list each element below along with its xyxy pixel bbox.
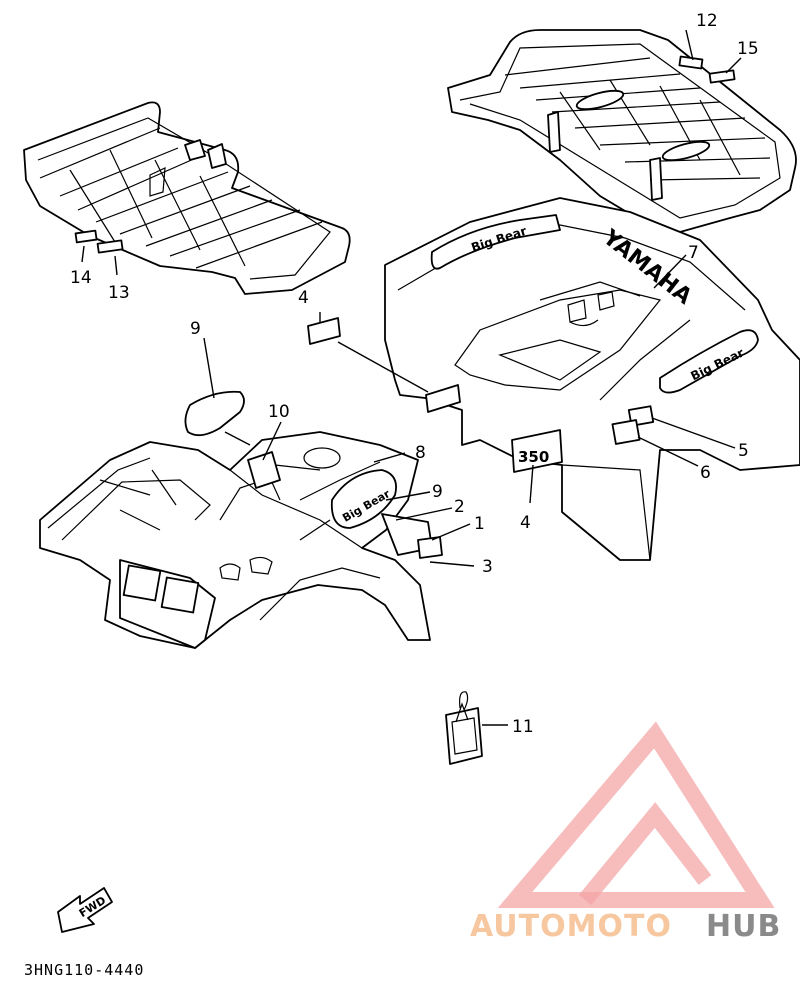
callout-9-right: 9 [432,482,443,502]
fwd-arrow-icon: FWD [57,887,113,933]
callout-4-right: 4 [520,513,531,533]
callout-12: 12 [696,11,718,31]
rear-carrier-rack [447,29,797,233]
callout-2: 2 [454,497,465,517]
decal-1 [417,536,443,559]
callout-8: 8 [415,443,426,463]
callout-5: 5 [738,441,749,461]
callout-14: 14 [70,268,92,288]
watermark-logo: AUTOMOTO HUB [470,721,781,944]
decal-350: 350 [511,429,563,473]
front-fender: Big Bear [39,431,431,649]
decal-9-left [184,390,245,437]
callout-labels: 12 15 14 13 4 9 10 8 9 2 1 3 7 5 6 4 11 [70,11,759,737]
decal-15 [708,69,736,84]
watermark-text-hub: HUB [706,909,781,944]
callout-15: 15 [737,39,759,59]
callout-6: 6 [700,463,711,483]
front-carrier-rack [23,101,351,295]
part-code: 3HNG110-4440 [24,961,144,979]
callout-4-left: 4 [298,288,309,308]
callout-10: 10 [268,402,290,422]
callout-1: 1 [474,514,485,534]
watermark-triangle-icon [497,721,775,908]
callout-3: 3 [482,557,493,577]
leader-lines [81,29,742,726]
callout-9-left: 9 [190,319,201,339]
caution-tag [445,691,483,765]
rear-fender: Big Bear Big Bear YAMAHA [384,197,800,561]
decal-12 [678,55,704,70]
decal-13 [74,229,124,254]
decal-4-left [307,317,341,345]
watermark-text-automoto: AUTOMOTO [470,909,672,944]
callout-13: 13 [108,283,130,303]
callout-11: 11 [512,717,534,737]
svg-text:350: 350 [518,448,549,466]
callout-7: 7 [688,243,699,263]
